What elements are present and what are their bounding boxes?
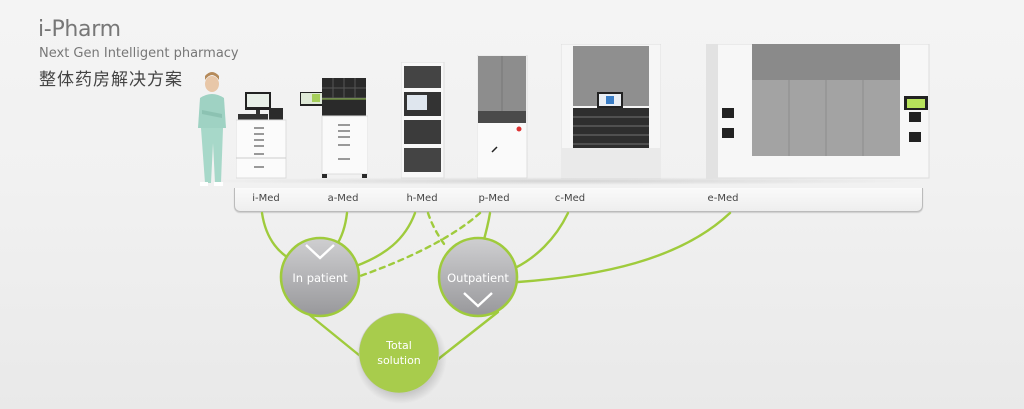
a-med-machine [300, 78, 368, 178]
link-e-med-outpatient [516, 211, 732, 284]
inpatient-node[interactable] [279, 236, 361, 318]
link-h-med-inpatient [354, 211, 417, 268]
page-title: i-Pharm [38, 17, 121, 42]
page-subtitle-chinese: 整体药房解决方案 [39, 70, 183, 90]
p-med-machine [477, 55, 528, 179]
machine-label-p-med[interactable]: p-Med [478, 193, 510, 204]
chevron-down-icon [305, 244, 335, 260]
total-solution-label-line2: solution [377, 354, 421, 367]
link-p-med-inpatient-dashed [358, 211, 482, 278]
outpatient-node[interactable] [437, 236, 519, 318]
outpatient-label: Outpatient [447, 271, 509, 285]
chevron-down-icon [463, 292, 493, 308]
page-subtitle: Next Gen Intelligent pharmacy [39, 46, 239, 61]
link-c-med-outpatient [513, 211, 570, 270]
total-solution-label-line1: Total [386, 339, 412, 352]
h-med-machine [401, 62, 445, 179]
machine-label-a-med[interactable]: a-Med [327, 193, 359, 204]
c-med-machine [561, 44, 661, 179]
inpatient-label: In patient [292, 271, 348, 285]
nurse-figure [198, 72, 226, 186]
link-h-med-outpatient-dashed [426, 211, 449, 250]
i-med-machine [236, 92, 287, 179]
machine-label-h-med[interactable]: h-Med [406, 193, 438, 204]
machine-label-i-med[interactable]: i-Med [252, 193, 280, 204]
machine-label-c-med[interactable]: c-Med [554, 193, 586, 204]
total-solution-node[interactable] [358, 312, 440, 394]
machine-label-e-med[interactable]: e-Med [707, 193, 739, 204]
product-shelf [234, 188, 923, 212]
floor-shadow [190, 177, 930, 185]
e-med-machine [706, 44, 930, 179]
